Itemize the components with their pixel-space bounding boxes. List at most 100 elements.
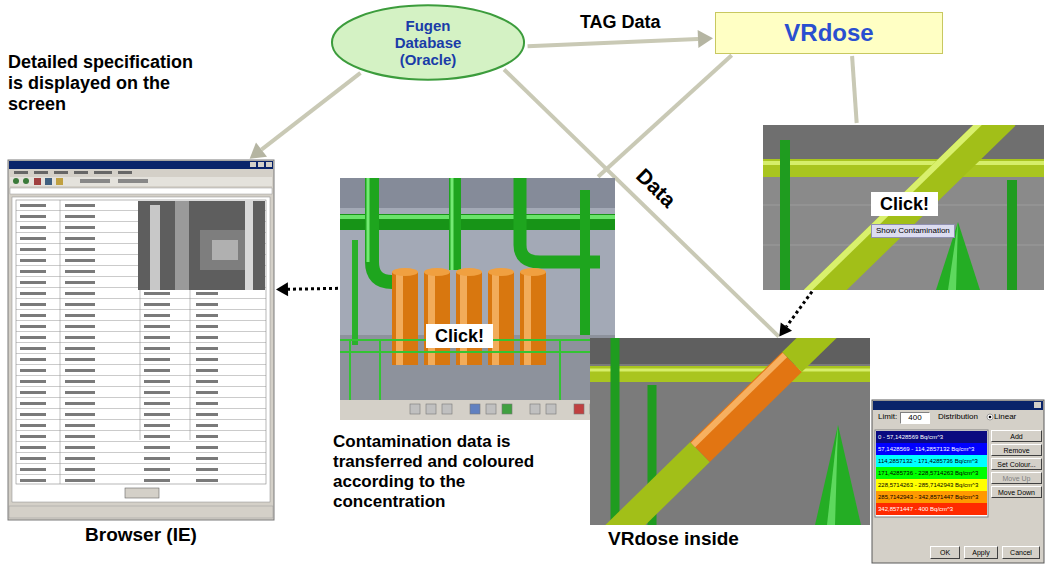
browser-screenshot: Browser (IE)	[8, 160, 274, 520]
legend-text: 342,8571447 - 400 Bq/cm^3	[878, 503, 987, 515]
plant-3d-view	[340, 214, 615, 230]
dialog-button: Move Down	[991, 486, 1042, 498]
colour-dialog-art	[872, 400, 1044, 563]
legend-swatch: 114,2857132 - 171,4285736 Bq/cm^3	[876, 455, 987, 467]
browser-screenshot-art	[34, 178, 41, 185]
viewer-screenshot: Click!Show Contamination	[763, 125, 1044, 290]
note-text: Contamination data is transferred and co…	[333, 432, 536, 512]
plant-3d-view	[470, 404, 480, 414]
plant-3d-view	[827, 425, 838, 525]
plant-3d-view	[574, 404, 584, 414]
browser-screenshot-art	[45, 178, 52, 185]
colour-dialog-art	[872, 400, 1044, 563]
colour-dialog-art	[989, 416, 992, 419]
legend-swatch: 171,4285736 - 228,5714263 Bq/cm^3	[876, 467, 987, 479]
browser-screenshot-art	[16, 200, 266, 484]
database-ellipse: Fugen Database (Oracle)	[330, 3, 526, 82]
browser-screenshot-art	[118, 171, 132, 174]
plant-3d-view	[426, 404, 436, 414]
plant-3d-view	[590, 338, 870, 525]
arrow-head	[250, 142, 267, 158]
plant-3d-view	[442, 404, 452, 414]
vrdose-screenshot: VRdose inside	[590, 338, 870, 525]
browser-screenshot-art	[200, 230, 250, 270]
connector	[598, 55, 732, 176]
plant-3d-view	[792, 338, 835, 362]
plant-3d-view	[340, 178, 615, 420]
connector	[852, 56, 857, 123]
note-text: Detailed specification is displayed on t…	[8, 52, 198, 115]
legend-text: 285,7142943 - 342,8571447 Bq/cm^3	[878, 491, 987, 503]
plant-3d-view	[340, 178, 615, 208]
plant-3d-view	[693, 355, 785, 445]
browser-screenshot-art	[9, 506, 273, 518]
plant-3d-view	[340, 215, 615, 219]
browser-screenshot-art	[258, 162, 264, 167]
button-label: Set Colour...	[997, 460, 1036, 469]
plant-3d-view	[785, 140, 1012, 290]
connector	[250, 73, 361, 159]
button-label: Apply	[972, 548, 990, 557]
legend-text: 0 - 57,1428569 Bq/cm^3	[878, 431, 987, 443]
browser-screenshot-art	[250, 162, 256, 167]
vrdose-box: VRdose	[715, 12, 943, 54]
browser-screenshot-art	[13, 178, 19, 184]
click-callout: Click!	[426, 324, 493, 348]
legend-text: 57,1428569 - 114,2857132 Bq/cm^3	[878, 443, 987, 455]
legend-text: 114,2857132 - 171,4285736 Bq/cm^3	[878, 455, 987, 467]
plant-3d-view	[700, 362, 792, 452]
plant-3d-view	[763, 161, 1044, 165]
button-label-disabled: Move Up	[1002, 474, 1030, 483]
ellipse-shape	[332, 5, 524, 79]
button-label: Move Down	[998, 488, 1035, 497]
connector	[779, 292, 812, 337]
plant-3d-view	[590, 338, 870, 525]
dialog-button: Apply	[964, 546, 998, 559]
legend-swatch: 0 - 57,1428569 Bq/cm^3	[876, 431, 987, 443]
plant-3d-view	[610, 452, 700, 525]
limit-input: 400	[900, 412, 930, 424]
browser-screenshot-art	[8, 160, 274, 520]
colour-dialog-art	[873, 401, 1043, 410]
button-label: OK	[940, 548, 950, 557]
browser-screenshot-art	[74, 171, 88, 174]
plant-3d-view	[449, 178, 461, 270]
plant-3d-view	[424, 268, 450, 276]
screenshot-caption: VRdose inside	[608, 528, 739, 550]
browser-screenshot-art	[245, 201, 253, 290]
legend-swatch: 285,7142943 - 342,8571447 Bq/cm^3	[876, 491, 987, 503]
plant-3d-view	[392, 268, 418, 276]
connector-line	[528, 39, 698, 46]
click-callout: Click!	[871, 192, 938, 216]
plant-3d-view	[590, 369, 870, 372]
plant-3d-view	[451, 178, 454, 270]
node-title: Fugen Database (Oracle)	[382, 17, 474, 68]
plant-3d-view	[815, 125, 1005, 290]
plant-3d-view	[410, 404, 420, 414]
browser-screenshot-art	[23, 178, 29, 184]
browser-screenshot-art	[34, 171, 48, 174]
browser-screenshot-art	[12, 197, 270, 502]
connector-line	[786, 292, 812, 327]
plant-3d-view	[502, 404, 512, 414]
browser-screenshot-art	[16, 200, 266, 484]
plant-3d-view	[580, 190, 590, 335]
arrow-head	[698, 30, 713, 48]
browser-screenshot-art	[266, 162, 272, 167]
legend-swatch: 342,8571447 - 400 Bq/cm^3	[876, 503, 987, 515]
connector-line	[261, 73, 360, 150]
browser-screenshot-art	[150, 205, 160, 290]
dialog-button: Cancel	[1002, 546, 1040, 559]
dialog-button: Add	[991, 430, 1042, 442]
plant-3d-view	[806, 125, 996, 290]
browser-screenshot-art	[175, 201, 189, 290]
plant-3d-view	[372, 178, 392, 282]
plant-3d-view	[352, 240, 358, 345]
browser-screenshot-art	[54, 171, 68, 174]
plant-3d-view	[367, 178, 370, 262]
browser-screenshot-art	[14, 171, 28, 174]
dialog-button: Set Colour...	[991, 458, 1042, 470]
button-label: Remove	[1003, 446, 1029, 455]
plant-3d-view	[530, 404, 540, 414]
